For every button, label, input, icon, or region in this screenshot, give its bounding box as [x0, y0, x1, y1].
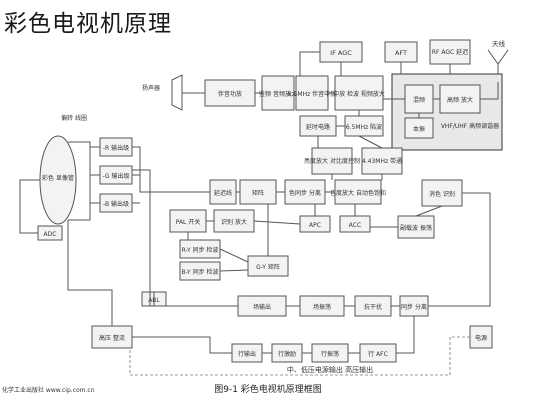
adc-line — [19, 179, 40, 234]
matrix-label: 矩阵 — [252, 189, 264, 197]
source-credit: 化学工业出版社 www.cip.com.cn — [2, 386, 95, 394]
power-distribution — [129, 336, 470, 376]
delay-label: 延时电路 — [306, 123, 330, 131]
mixer-block — [404, 84, 434, 114]
audio-amp-label: 伴音功放 — [218, 90, 242, 98]
audio-amp-block — [204, 79, 256, 107]
pal-switch-label: PAL 开关 — [176, 218, 201, 226]
matrix-block — [239, 179, 277, 205]
r-demod-label: R-Y 同步 检波 — [182, 246, 219, 254]
crt-neck — [68, 141, 91, 221]
vhf-uhf-label: VHF/UHF 高频调谐器 — [441, 122, 499, 130]
lum-amp-block — [311, 147, 353, 175]
rf-amp-label: 高频 放大 — [447, 96, 473, 104]
speaker-label: 扬声器 — [142, 84, 160, 92]
v-out-label: 场输出 — [253, 303, 271, 311]
g-matrix-label: G-Y 矩阵 — [256, 263, 280, 271]
sound-if-label: 6.5MHz 伴音中放 — [288, 90, 336, 98]
r-out-label: -R 输出级 — [103, 144, 129, 152]
control-lines-top — [299, 51, 451, 118]
footer-note: 中、低压电源输出 高压输出 — [287, 365, 373, 374]
signal-path-top — [182, 82, 499, 100]
color-killer-block — [421, 179, 463, 207]
delay-line-label: 延迟线 — [214, 189, 232, 197]
local-osc-label: 本振 — [413, 125, 425, 133]
hv-label: 高压 整流 — [99, 334, 125, 342]
apc-label: APC — [309, 222, 321, 229]
b-demod-label: B-Y 同步 检波 — [181, 268, 218, 276]
chroma-amp-block — [334, 179, 382, 205]
preif-label: 中放 检波 视频放大 — [333, 90, 385, 98]
h-osc-label: 行振荡 — [321, 350, 339, 358]
horizontal-scan-path — [67, 220, 415, 354]
g-out-label: -G 输出级 — [103, 172, 130, 180]
speaker-icon — [171, 74, 183, 111]
agc-rf-block — [429, 39, 471, 65]
noise-gate-label: 抗干扰 — [364, 303, 382, 311]
adc-label: ADC — [44, 231, 57, 238]
if-agc-label: IF AGC — [330, 49, 352, 57]
antenna-label: 天线 — [492, 39, 506, 48]
h-afc-label: 行 AFC — [368, 350, 388, 358]
burst-label: 色同步 分离 — [289, 189, 321, 197]
vertical-scan-path — [132, 169, 491, 307]
preif-block — [334, 75, 384, 111]
acc-label: ACC — [349, 222, 361, 229]
afc-label: AFT — [395, 49, 407, 57]
h-out-label: 行输出 — [238, 350, 256, 358]
sync-sep-label: 同步 分离 — [401, 303, 427, 311]
lum-amp-label: 亮度放大 对比度控制 — [304, 157, 360, 165]
page-title: 彩色电视机原理 — [4, 11, 172, 37]
mixer-label: 混频 — [413, 96, 425, 104]
ident-label: 识别 放大 — [221, 218, 247, 226]
sub-osc-label: 副载波 振荡 — [400, 224, 432, 232]
sound-if-block — [295, 75, 329, 111]
color-killer-label: 消色 识别 — [429, 190, 455, 198]
power-label: 电源 — [475, 334, 487, 342]
crt-label: 彩色 显像管 — [42, 174, 74, 182]
chroma-bpf-label: 4.43MHz 带通 — [362, 157, 402, 165]
fm-det-label: 鉴频 音频放大 — [259, 90, 297, 98]
signal-path-mid — [236, 110, 383, 193]
h-drive-label: 行激励 — [278, 350, 296, 358]
b-out-label: -B 输出级 — [103, 200, 129, 208]
trap-label: 6.5MHz 陷波 — [346, 123, 382, 131]
chroma-amp-label: 色度放大 自动色饱和 — [330, 189, 386, 197]
block-diagram-svg: IF AGC AFT RF AGC 延迟 天线 高频 放大 混频 本振 VHF/… — [2, 39, 509, 395]
yoke-label: 偏转 线圈 — [61, 114, 87, 122]
block-diagram: IF AGC AFT RF AGC 延迟 天线 高频 放大 混频 本振 VHF/… — [0, 30, 533, 400]
figure-caption: 图9-1 彩色电视机原理框图 — [214, 383, 322, 395]
v-osc-label: 场振荡 — [313, 303, 331, 311]
agc-rf-label: RF AGC 延迟 — [432, 48, 468, 56]
demod-lines — [187, 204, 443, 272]
